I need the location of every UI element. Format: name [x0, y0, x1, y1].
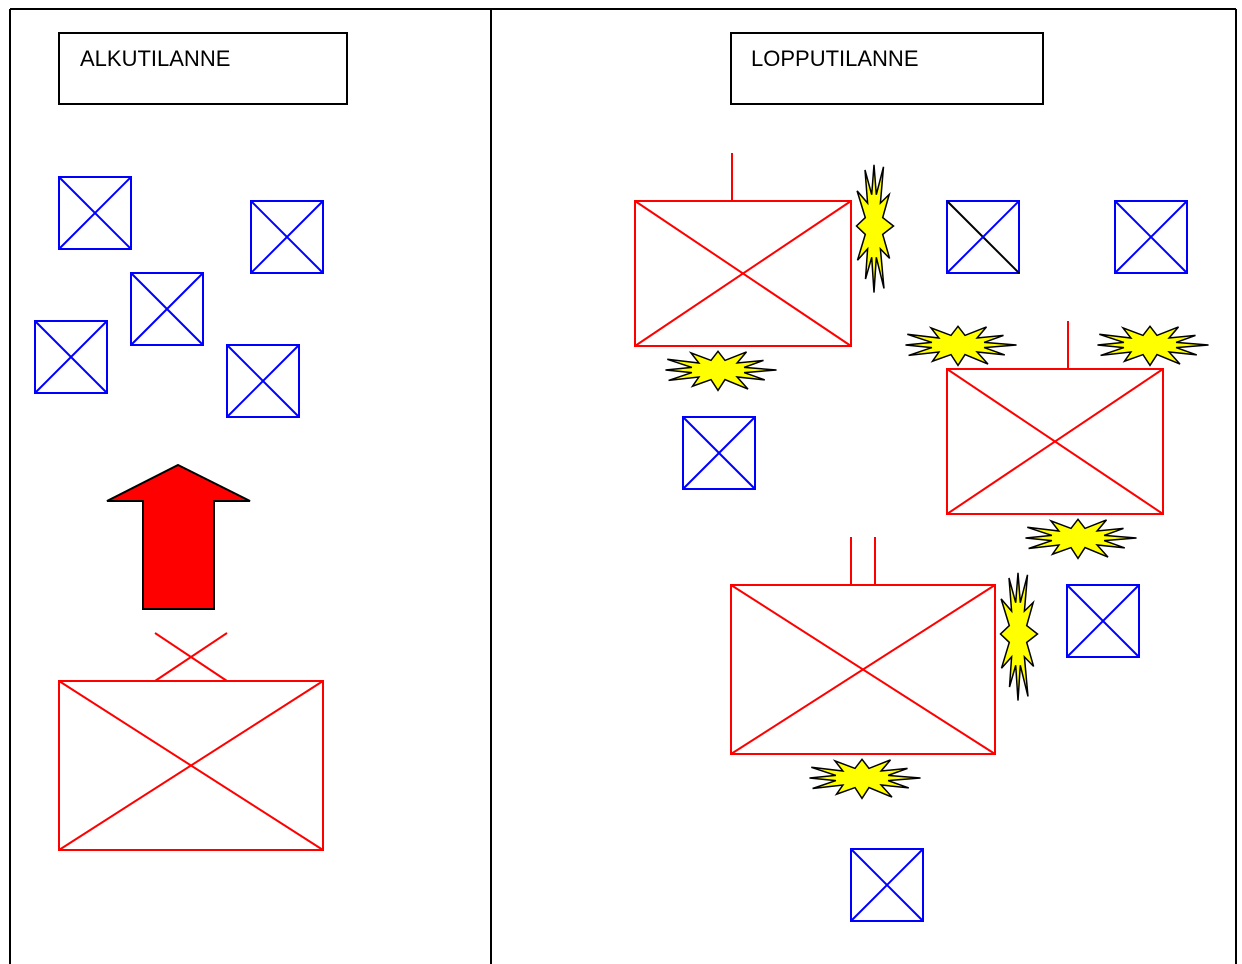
right-panel-title: LOPPUTILANNE [730, 32, 1044, 105]
friendly-unit-symbol [226, 344, 300, 418]
friendly-unit-symbol [34, 320, 108, 394]
explosion-icon [999, 572, 1039, 701]
friendly-unit-symbol [946, 200, 1020, 274]
advance-arrow [106, 463, 251, 610]
friendly-unit-symbol [682, 416, 756, 490]
explosion-icon [1025, 518, 1137, 560]
friendly-unit-symbol [58, 176, 132, 250]
final-friendly-units [682, 200, 1188, 922]
enemy-unit-symbol [946, 321, 1164, 515]
friendly-unit-symbol [250, 200, 324, 274]
left-panel-title: ALKUTILANNE [58, 32, 348, 105]
explosion-icon [855, 164, 895, 293]
initial-enemy-unit [58, 632, 324, 851]
explosion-icon [809, 758, 921, 800]
friendly-unit-symbol [1114, 200, 1188, 274]
friendly-unit-symbol [850, 848, 924, 922]
right-title-text: LOPPUTILANNE [751, 46, 919, 71]
friendly-unit-symbol [1066, 584, 1140, 658]
enemy-unit-symbol [730, 537, 996, 755]
panel-frames [9, 8, 1237, 964]
explosion-markers [665, 164, 1209, 800]
friendly-unit-symbol [130, 272, 204, 346]
initial-friendly-units [34, 176, 324, 418]
enemy-unit-symbol [634, 153, 852, 347]
explosion-icon [665, 350, 777, 392]
explosion-icon [1097, 325, 1209, 367]
final-enemy-units [634, 153, 1164, 755]
left-title-text: ALKUTILANNE [80, 46, 230, 71]
explosion-icon [905, 325, 1017, 367]
